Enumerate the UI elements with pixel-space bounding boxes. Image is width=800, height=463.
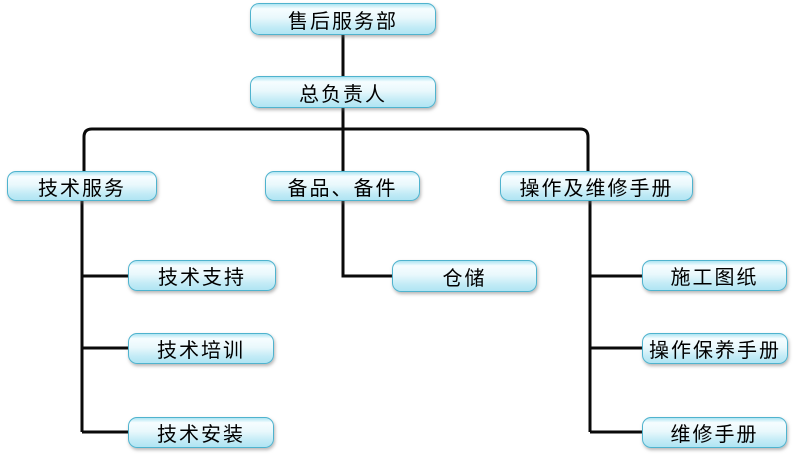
connector-left-trunk (80, 200, 128, 434)
node-operation-care-manual: 操作保养手册 (642, 333, 788, 364)
connector-right-trunk (588, 200, 642, 434)
node-general-manager: 总负责人 (250, 76, 436, 108)
node-operation-maintenance-manual: 操作及维修手册 (500, 171, 693, 201)
connector-tbar (82, 127, 590, 171)
node-construction-drawings: 施工图纸 (642, 260, 787, 291)
connector-middle-trunk (341, 201, 392, 278)
node-technical-service: 技术服务 (7, 171, 157, 201)
node-after-sales-dept: 售后服务部 (250, 3, 436, 35)
node-warehouse: 仓储 (392, 260, 537, 292)
node-repair-manual: 维修手册 (642, 417, 787, 448)
node-technical-installation: 技术安装 (128, 417, 274, 448)
node-technical-support: 技术支持 (128, 260, 276, 291)
node-spare-parts: 备品、备件 (265, 171, 420, 201)
node-technical-training: 技术培训 (128, 333, 274, 364)
